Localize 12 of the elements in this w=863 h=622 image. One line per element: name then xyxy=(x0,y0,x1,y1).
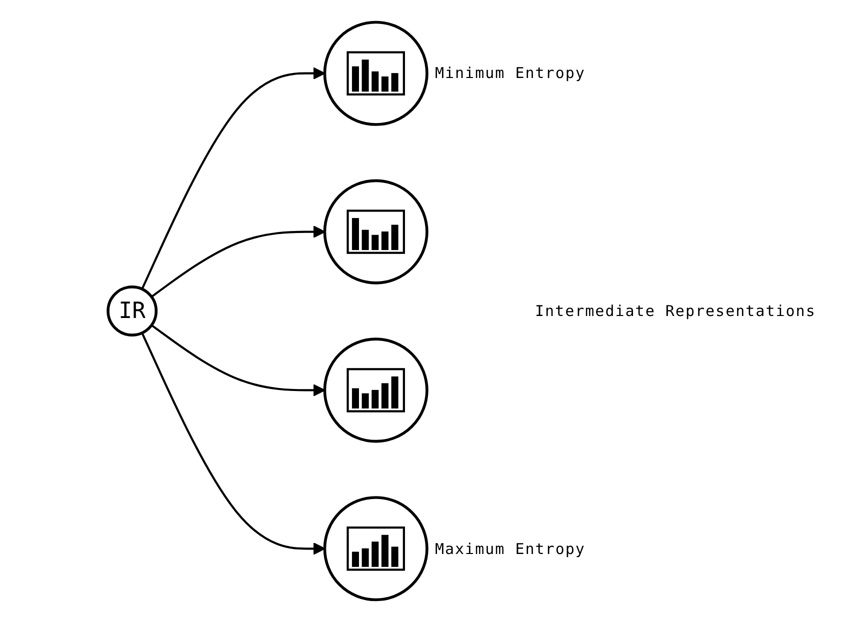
note-label: Intermediate Representations xyxy=(535,302,817,320)
arrow xyxy=(150,324,326,396)
node-circle xyxy=(323,338,428,443)
node-circle: IR xyxy=(106,286,158,336)
node-circle xyxy=(323,20,428,126)
arrow xyxy=(150,226,326,298)
node-circle xyxy=(323,496,428,602)
arrow xyxy=(141,67,326,290)
arrow xyxy=(141,332,326,555)
node-circle xyxy=(323,179,428,284)
node-caption: Maximum Entropy xyxy=(434,538,586,559)
node-caption: Minimum Entropy xyxy=(434,63,586,84)
